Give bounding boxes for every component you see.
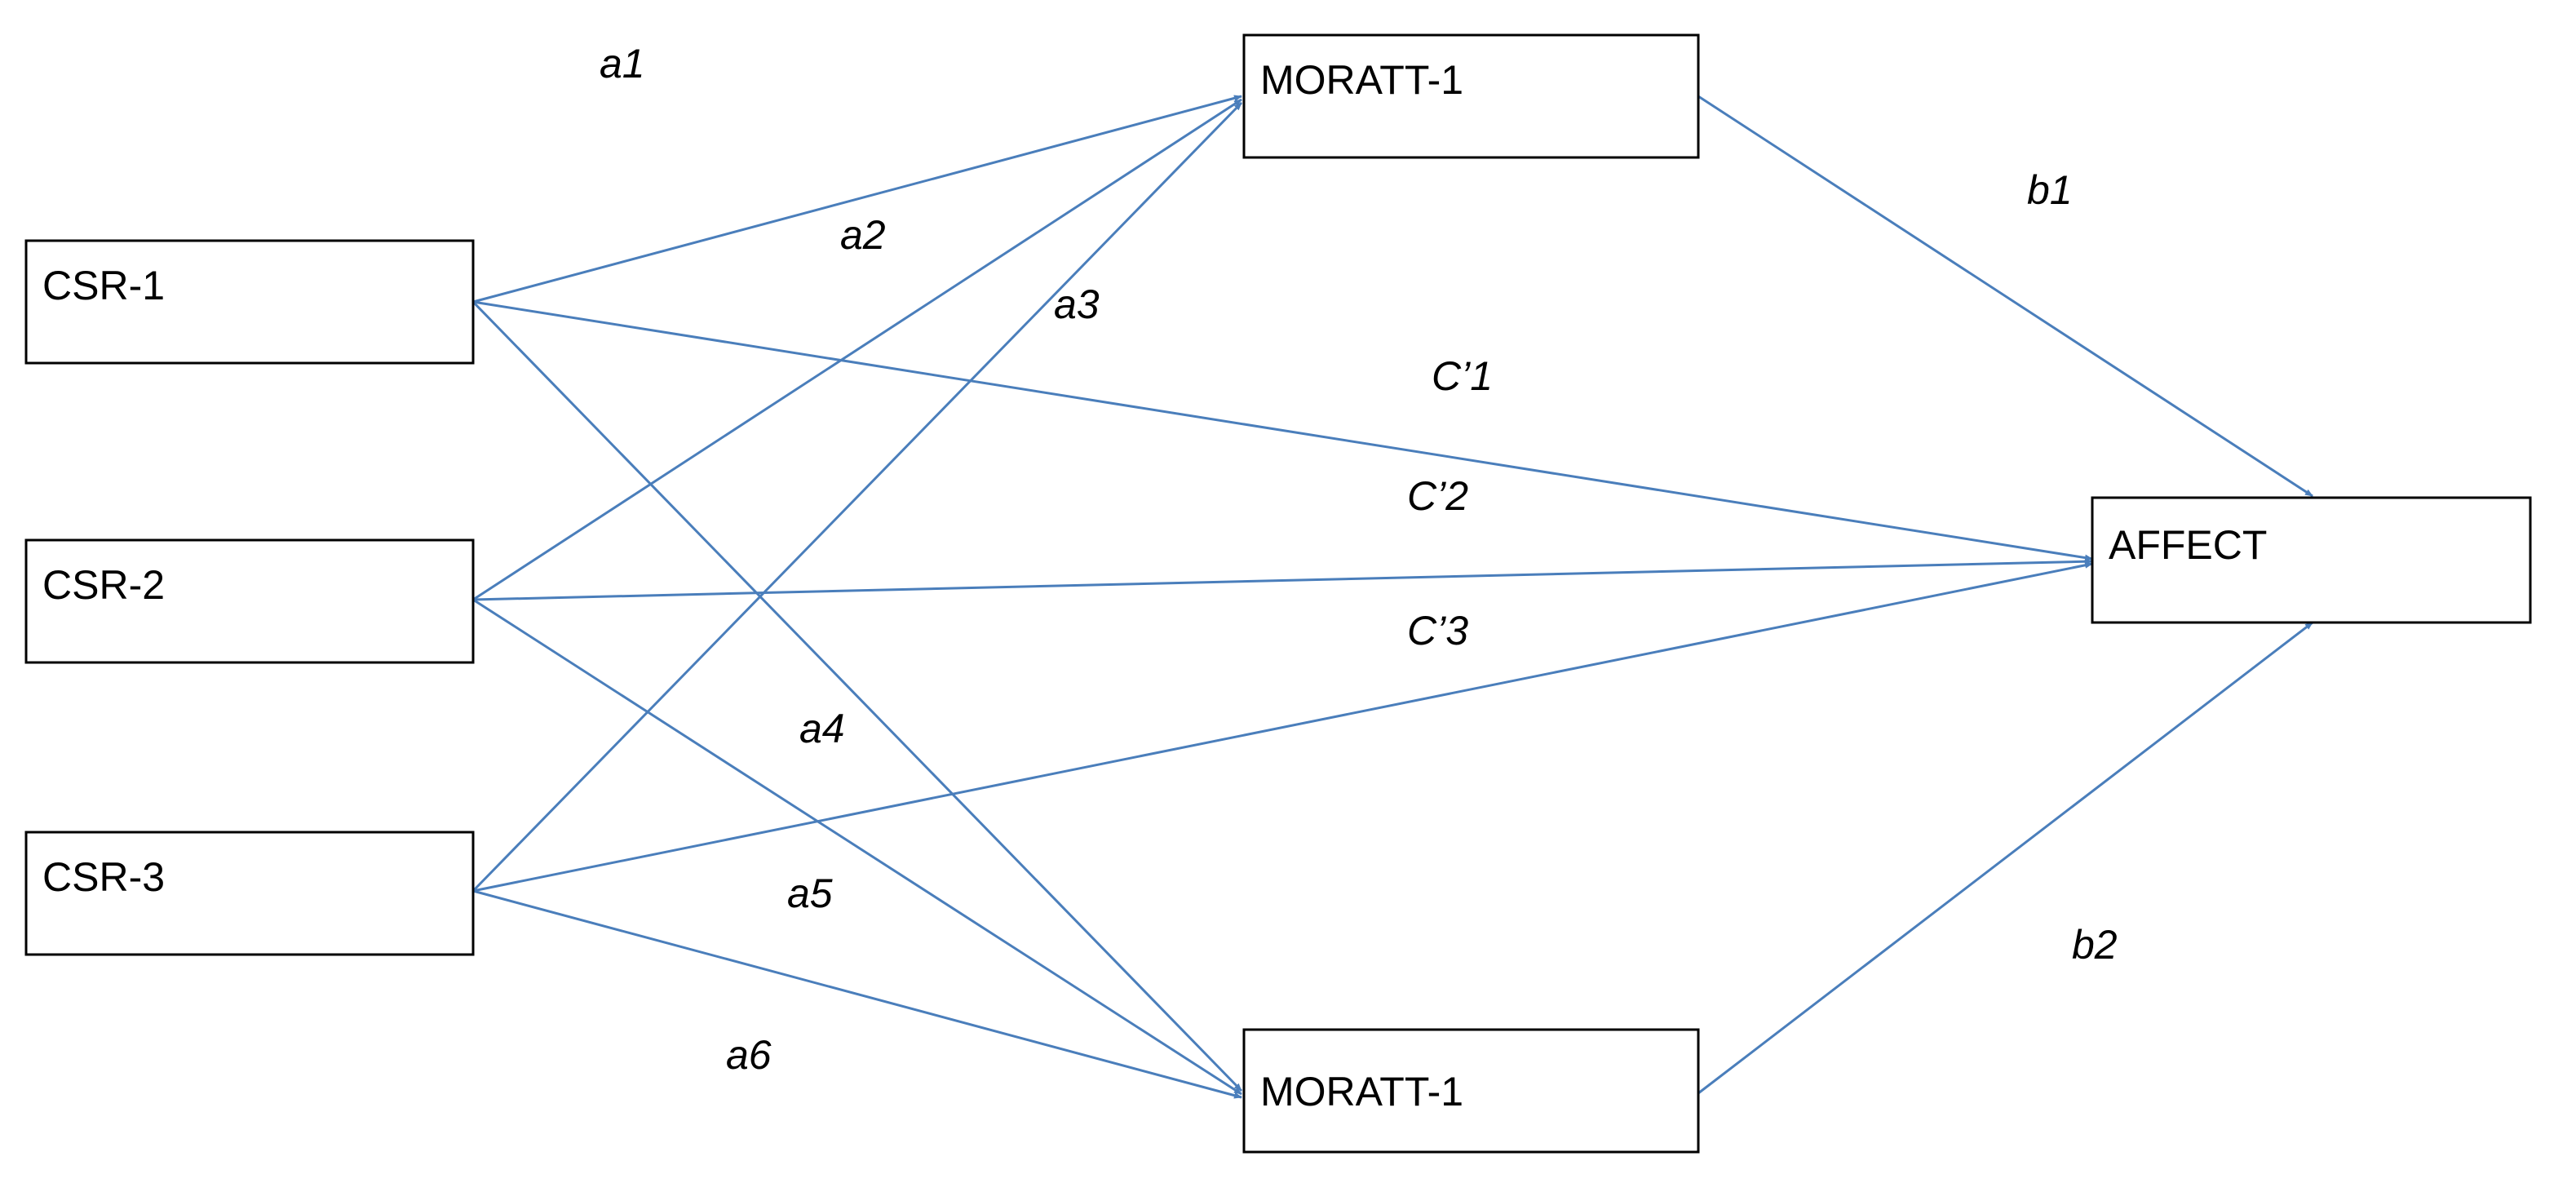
label-a1: a1 [600, 41, 645, 86]
node-affect: AFFECT [2091, 496, 2532, 624]
edge-csr3-affect [472, 561, 2093, 893]
edge-csr2-moratt-top [472, 98, 1242, 601]
node-csr-3-label: CSR-3 [42, 854, 165, 900]
label-a4: a4 [799, 706, 845, 751]
edge-moratt-bottom-affect [1697, 621, 2313, 1095]
label-c3: C’3 [1407, 608, 1468, 654]
edge-moratt-top-affect [1697, 95, 2313, 498]
label-a3: a3 [1054, 281, 1100, 327]
label-a6: a6 [726, 1032, 772, 1078]
edge-csr2-affect [472, 558, 2093, 601]
edge-csr3-moratt-bottom [472, 889, 1242, 1099]
node-affect-label: AFFECT [2109, 522, 2267, 568]
node-moratt-top: MORATT-1 [1242, 33, 1700, 159]
edge-csr2-moratt-bottom [472, 598, 1242, 1096]
label-b1: b1 [2027, 167, 2073, 213]
edge-csr1-moratt-bottom [471, 300, 1243, 1092]
node-csr-2-box [24, 538, 475, 664]
edges [471, 95, 2313, 1099]
node-affect-box [2091, 496, 2532, 624]
node-csr-3-box [24, 831, 475, 956]
node-moratt-bottom-box [1242, 1028, 1700, 1154]
edge-csr1-affect [472, 300, 2093, 561]
label-c2: C’2 [1407, 473, 1468, 519]
node-csr-3: CSR-3 [24, 831, 475, 956]
label-a2: a2 [840, 212, 886, 258]
node-moratt-bottom: MORATT-1 [1242, 1028, 1700, 1154]
node-moratt-top-box [1242, 33, 1700, 159]
node-csr-2-label: CSR-2 [42, 562, 165, 608]
edge-labels: a1 a2 a3 a4 a5 a6 b1 b2 C’1 C’2 C’3 [600, 41, 2118, 1078]
label-a5: a5 [787, 871, 833, 916]
label-c1: C’1 [1432, 353, 1493, 399]
node-csr-2: CSR-2 [24, 538, 475, 664]
node-moratt-top-label: MORATT-1 [1260, 57, 1463, 103]
node-csr-1-box [24, 239, 475, 365]
label-b2: b2 [2072, 922, 2118, 968]
node-csr-1: CSR-1 [24, 239, 475, 365]
edge-csr3-moratt-top [471, 101, 1243, 893]
node-moratt-bottom-label: MORATT-1 [1260, 1069, 1463, 1114]
node-csr-1-label: CSR-1 [42, 263, 165, 308]
edge-csr1-moratt-top [472, 95, 1242, 304]
